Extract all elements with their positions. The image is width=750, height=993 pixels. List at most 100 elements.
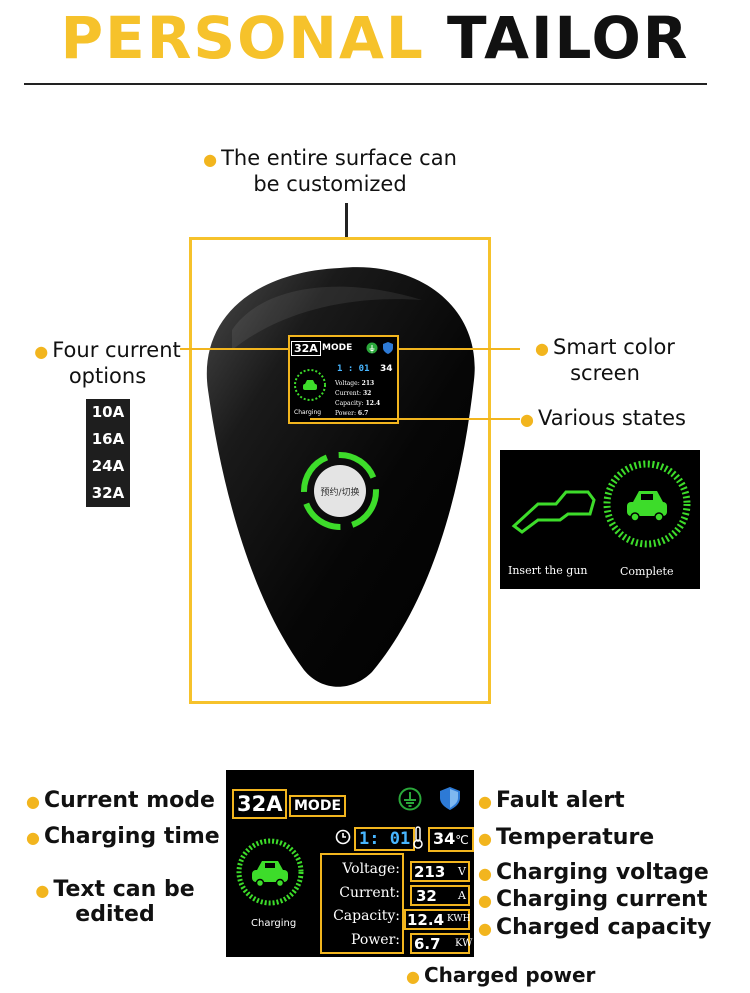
detail-status: Charging	[251, 918, 297, 929]
page-title: PERSONAL TAILOR	[0, 4, 750, 72]
states-panel	[500, 450, 700, 589]
clock-icon	[335, 829, 351, 845]
mini-row-value: 32	[362, 390, 372, 397]
voltage-callout-text: Charging voltage	[495, 860, 709, 885]
mini-status: Charging	[294, 409, 322, 416]
shield-icon	[440, 787, 460, 810]
voltage-callout: ●Charging voltage	[478, 860, 709, 885]
power-unit: KW	[455, 938, 473, 949]
car-ring-icon	[236, 838, 304, 906]
surface-pointer	[345, 203, 348, 239]
mini-screen-content: 32A MODE 1 : 01 34 Charging Voltage: 213…	[290, 339, 397, 423]
smart-screen-line1: Smart color	[553, 335, 675, 359]
various-states-label: ●Various states	[520, 406, 686, 430]
smart-screen-label: ●Smart color screen	[520, 335, 690, 385]
capacity-value-box	[404, 909, 470, 930]
mini-row-label: Capacity:	[335, 400, 364, 407]
charging-time-text: Charging time	[43, 824, 220, 849]
power-callout-text: Charged power	[423, 963, 596, 987]
capacity-unit: KWH	[447, 914, 471, 924]
four-current-line1: Four current	[52, 338, 181, 362]
current-label: Current:	[339, 884, 400, 901]
mini-row: Power: 6.7	[335, 409, 397, 419]
mini-mode-label: MODE	[322, 343, 353, 353]
capacity-callout-text: Charged capacity	[495, 915, 712, 940]
voltage-value: 213	[414, 863, 446, 881]
mini-ground-icon	[366, 342, 378, 354]
smart-screen-pointer	[398, 348, 520, 350]
mini-row: Voltage: 213	[335, 379, 397, 389]
surface-label: ●The entire surface can be customized	[185, 146, 475, 196]
ground-icon	[398, 787, 422, 811]
voltage-unit: V	[458, 865, 466, 878]
temperature-callout: ●Temperature	[478, 825, 655, 850]
current-option: 32A	[91, 484, 125, 502]
surface-label-line1: The entire surface can	[221, 146, 457, 170]
mini-row-label: Voltage:	[335, 380, 360, 387]
surface-label-line2: be customized	[253, 172, 407, 196]
fault-alert-callout: ●Fault alert	[478, 788, 625, 813]
mini-shield-icon	[383, 342, 393, 354]
current-option: 10A	[91, 403, 125, 421]
mini-temp: 34	[380, 364, 393, 374]
button-light-ring	[301, 452, 379, 530]
various-states-pointer	[310, 418, 520, 420]
current-mode-callout: ●Current mode	[26, 788, 215, 813]
charging-time-callout: ●Charging time	[26, 824, 220, 849]
detail-temp-box: 34℃	[428, 827, 474, 852]
readings-label-box	[320, 853, 404, 954]
detail-time: 1: 01	[354, 827, 416, 851]
mini-row: Current: 32	[335, 389, 397, 399]
temperature-text: Temperature	[495, 825, 655, 850]
current-mode-text: Current mode	[43, 788, 215, 813]
power-callout: ●Charged power	[406, 963, 596, 987]
detail-mode-value: 32A	[232, 789, 288, 819]
current-callout: ●Charging current	[478, 887, 708, 912]
complete-ring-icon	[603, 460, 691, 548]
detail-temp: 34	[433, 829, 456, 848]
current-options-list: 10A 16A 24A 32A	[86, 399, 130, 507]
capacity-label: Capacity:	[333, 908, 400, 924]
mini-row-label: Current:	[335, 390, 362, 397]
mini-row-value: 6.7	[357, 410, 369, 417]
four-current-label: ●Four current options	[20, 338, 195, 388]
switch-button[interactable]: 预约/切换	[320, 488, 360, 498]
various-states-text: Various states	[537, 406, 686, 430]
readings-labels: Voltage: Current: Capacity: Power:	[322, 858, 400, 952]
title-highlight: PERSONAL	[60, 4, 425, 72]
four-current-line2: options	[68, 364, 147, 388]
power-value: 6.7	[414, 935, 441, 953]
thermometer-icon	[413, 826, 423, 849]
smart-screen-line2: screen	[570, 361, 640, 385]
power-label: Power:	[351, 931, 400, 948]
current-option: 24A	[91, 457, 125, 475]
capacity-callout: ●Charged capacity	[478, 915, 712, 940]
mini-screen	[288, 335, 399, 424]
title-main: TAILOR	[447, 4, 690, 72]
mini-row-value: 12.4	[365, 400, 381, 407]
mini-time: 1 : 01	[337, 364, 370, 374]
current-value-box	[410, 885, 470, 906]
current-value: 32	[416, 887, 437, 905]
text-edit-line2: edited	[75, 902, 155, 927]
detail-mode-label: MODE	[289, 795, 347, 817]
mini-mode-value: 32A	[291, 341, 321, 356]
fault-alert-text: Fault alert	[495, 788, 625, 813]
current-unit: A	[458, 889, 466, 902]
gun-icon	[511, 490, 596, 534]
text-edit-line1: Text can be	[53, 877, 195, 902]
insert-gun-text: Insert the gun	[508, 564, 588, 577]
mini-row-value: 213	[361, 380, 375, 387]
power-value-box	[410, 933, 470, 954]
text-edit-callout: ●Text can be edited	[20, 878, 210, 927]
detail-temp-unit: ℃	[455, 833, 469, 847]
voltage-label: Voltage:	[342, 861, 400, 877]
mini-readings: Voltage: 213 Current: 32 Capacity: 12.4 …	[335, 379, 397, 419]
current-callout-text: Charging current	[495, 887, 708, 912]
mini-car-ring	[294, 369, 326, 401]
charger-frame	[189, 237, 491, 704]
complete-text: Complete	[620, 565, 674, 578]
mini-row-label: Power:	[335, 410, 356, 417]
current-option: 16A	[91, 430, 125, 448]
voltage-value-box	[410, 861, 470, 882]
